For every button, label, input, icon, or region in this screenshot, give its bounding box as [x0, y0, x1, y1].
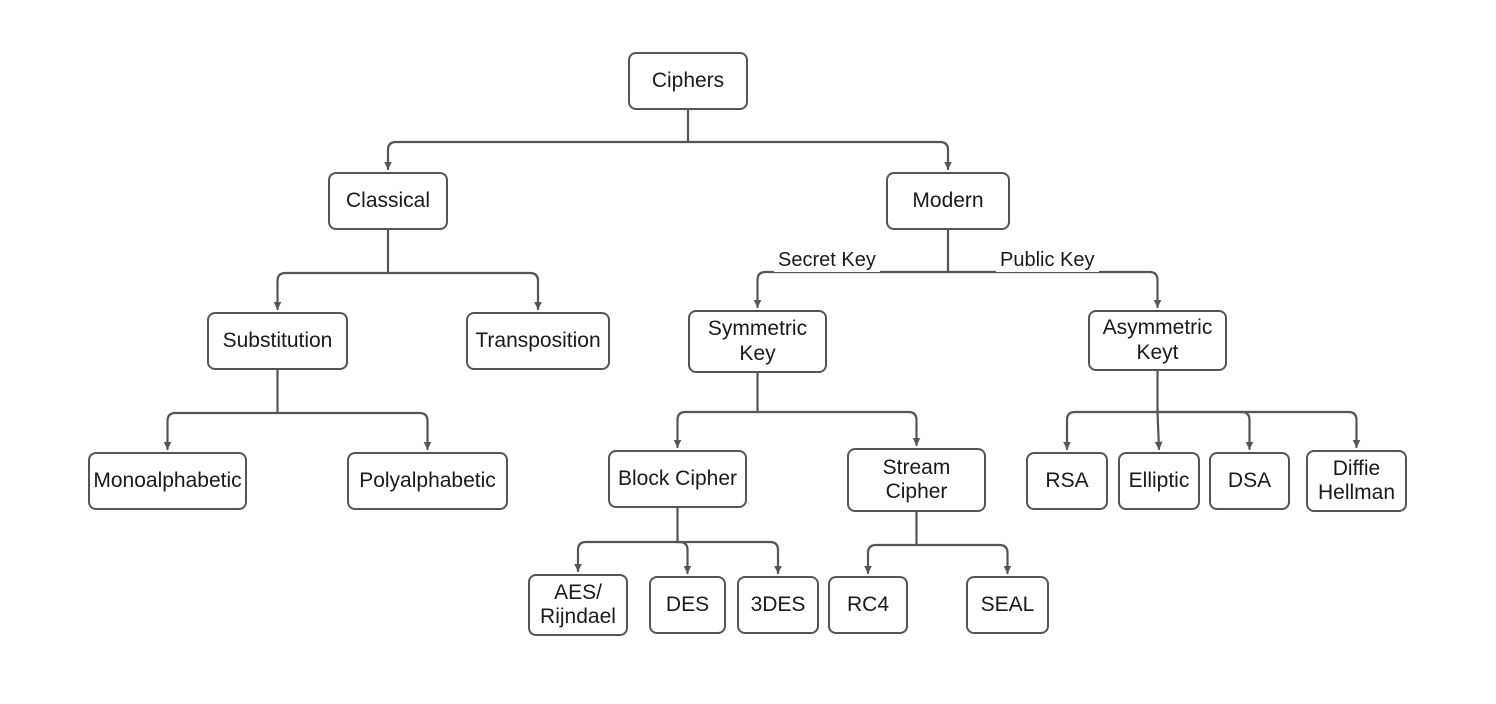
node-substitution[interactable]: Substitution: [207, 312, 348, 370]
node-3des[interactable]: 3DES: [737, 576, 819, 634]
node-block-cipher[interactable]: Block Cipher: [608, 450, 747, 508]
edge-block-cipher-to-3des: [676, 540, 782, 575]
edge-classical-to-transposition: [386, 271, 542, 311]
node-transposition[interactable]: Transposition: [466, 312, 610, 370]
edge-paths: [163, 108, 1361, 575]
edge-modern-to-symmetric-key: [753, 270, 950, 309]
edge-ciphers-to-classical: [384, 140, 690, 171]
node-aes-rijndael[interactable]: AES/ Rijndael: [528, 574, 628, 636]
edge-block-cipher-to-aes-rijndael: [574, 540, 679, 573]
edge-substitution-to-polyalphabetic: [276, 411, 432, 451]
edge-symmetric-key-to-stream-cipher: [756, 410, 921, 447]
node-des[interactable]: DES: [649, 576, 726, 634]
node-monoalphabetic[interactable]: Monoalphabetic: [88, 452, 247, 510]
node-modern[interactable]: Modern: [886, 172, 1010, 230]
edge-classical-to-substitution: [273, 271, 390, 311]
node-asymmetric-key[interactable]: Asymmetric Keyt: [1088, 310, 1227, 371]
node-rc4[interactable]: RC4: [828, 576, 908, 634]
edge-modern-to-asymmetric-key: [946, 270, 1162, 309]
node-ciphers[interactable]: Ciphers: [628, 52, 748, 110]
edge-stream-cipher-to-rc4: [864, 543, 918, 575]
edge-asymmetric-key-to-dsa: [1156, 410, 1254, 451]
edge-symmetric-key-to-block-cipher: [673, 410, 759, 449]
node-dsa[interactable]: DSA: [1209, 452, 1290, 510]
node-rsa[interactable]: RSA: [1026, 452, 1108, 510]
public-key-label: Public Key: [996, 249, 1099, 272]
node-classical[interactable]: Classical: [328, 172, 448, 230]
edge-asymmetric-key-to-elliptic: [1154, 410, 1163, 451]
edge-stream-cipher-to-seal: [915, 543, 1012, 575]
edge-ciphers-to-modern: [686, 140, 952, 171]
node-elliptic[interactable]: Elliptic: [1118, 452, 1200, 510]
node-stream-cipher[interactable]: Stream Cipher: [847, 448, 986, 512]
edge-asymmetric-key-to-diffie-hellman: [1156, 410, 1361, 449]
edge-substitution-to-monoalphabetic: [163, 411, 279, 451]
secret-key-label: Secret Key: [774, 249, 880, 272]
node-polyalphabetic[interactable]: Polyalphabetic: [347, 452, 508, 510]
edge-block-cipher-to-des: [676, 540, 692, 575]
node-diffie-hellman[interactable]: Diffie Hellman: [1306, 450, 1407, 512]
node-seal[interactable]: SEAL: [966, 576, 1049, 634]
node-symmetric-key[interactable]: Symmetric Key: [688, 310, 827, 373]
edge-asymmetric-key-to-rsa: [1063, 410, 1159, 451]
